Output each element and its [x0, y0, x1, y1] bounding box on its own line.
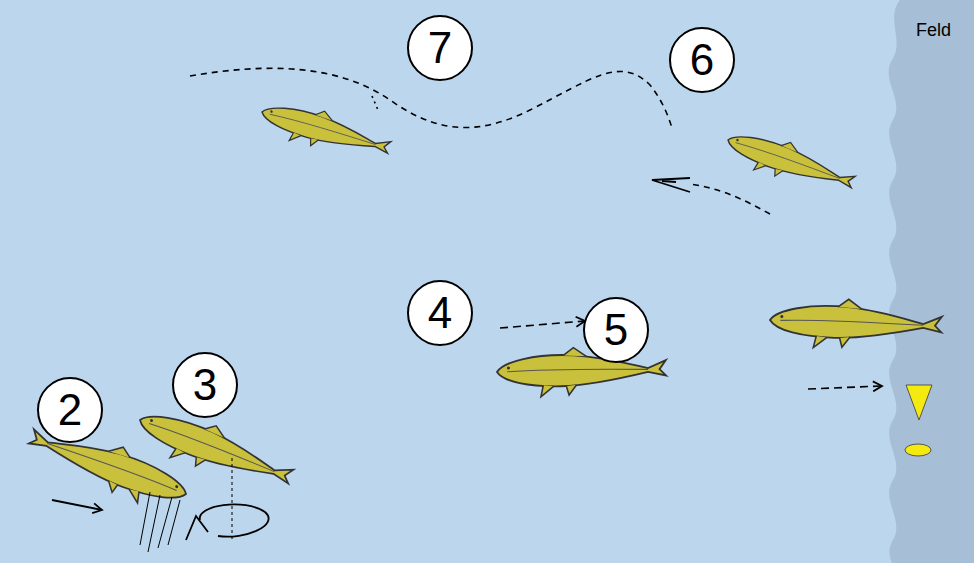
callout-circle: 2 [37, 377, 103, 443]
callout-circle: 5 [583, 297, 649, 363]
callout-number: 5 [604, 308, 628, 352]
callout-number: 4 [428, 291, 452, 335]
callout-number: 6 [690, 38, 714, 82]
callout-number: 3 [193, 363, 217, 407]
callout-number: 7 [428, 26, 452, 70]
callout-circle: 3 [172, 352, 238, 418]
callout-circle: 4 [407, 280, 473, 346]
callout-number: 2 [58, 388, 82, 432]
callout-circle: 6 [669, 27, 735, 93]
region-label: Feld [916, 20, 951, 41]
callout-circle: 7 [407, 15, 473, 81]
